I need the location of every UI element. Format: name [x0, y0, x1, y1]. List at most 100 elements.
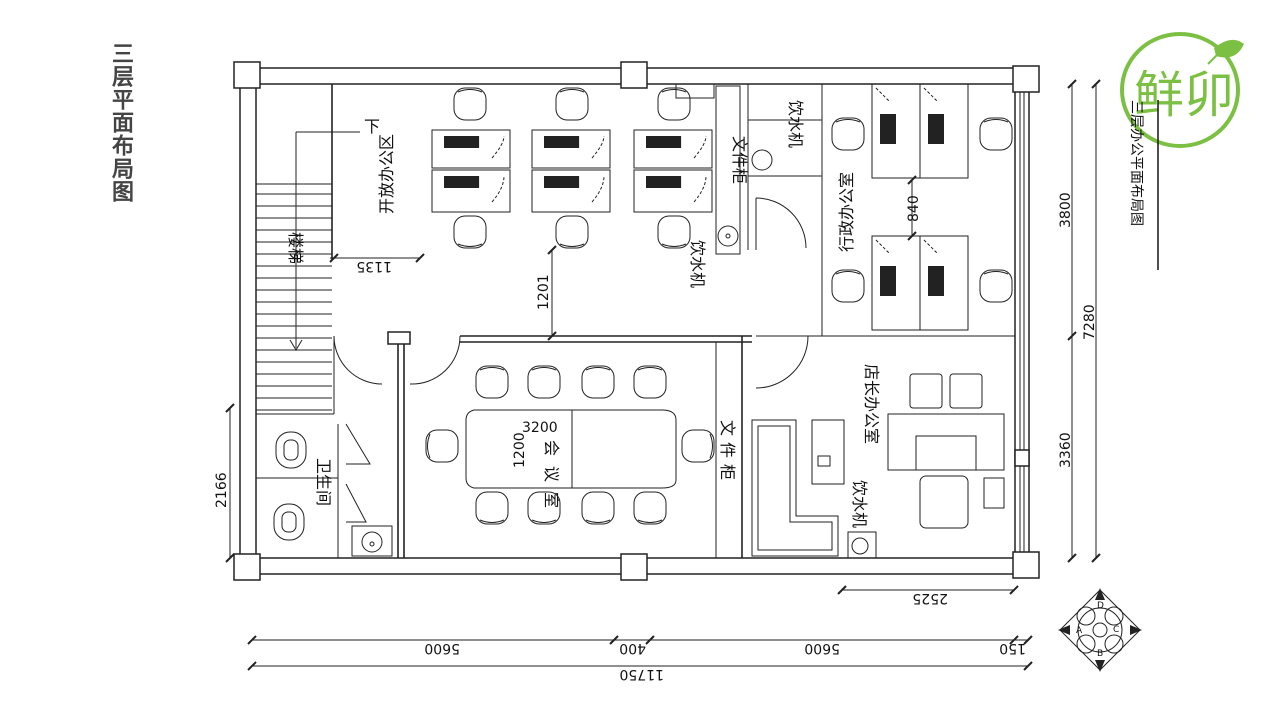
logo-text: 鲜卯	[1134, 66, 1234, 124]
dim-corridor: 1201	[536, 274, 552, 310]
chair	[425, 429, 459, 463]
admin-office-desks	[871, 83, 969, 331]
stairwell	[256, 84, 383, 415]
label-water-dispenser-2: 饮水机	[786, 100, 805, 148]
dim-desk-gap: 840	[906, 195, 922, 222]
page-title: 三层平面布局图	[108, 42, 133, 203]
chair	[581, 491, 615, 525]
dimension-lines	[229, 84, 1097, 667]
label-table-width: 1200	[512, 432, 528, 468]
compass-d: D	[1097, 601, 1104, 611]
chair	[475, 491, 509, 525]
workstation	[633, 129, 713, 169]
workstation	[531, 169, 611, 213]
dimension-ticks	[225, 79, 1101, 671]
label-water-dispenser-1: 饮水机	[688, 240, 707, 288]
dim-tick	[1023, 661, 1033, 671]
compass-icon	[1058, 588, 1142, 672]
dim-tick	[1009, 635, 1019, 645]
label-water-dispenser-3: 饮水机	[850, 480, 869, 528]
monitor	[544, 176, 580, 188]
dim-bottom-d: 150	[999, 640, 1026, 656]
workstation	[431, 129, 511, 169]
dim-tick	[247, 635, 257, 645]
monitor	[444, 136, 480, 148]
dim-tick	[1067, 79, 1077, 89]
dim-tick	[547, 245, 557, 255]
chair	[555, 87, 589, 121]
monitor	[880, 114, 896, 144]
dim-tick	[247, 661, 257, 671]
chair	[527, 491, 561, 525]
chair	[657, 215, 691, 249]
dim-tick	[1023, 635, 1033, 645]
workstation	[871, 83, 921, 179]
interior-walls	[387, 84, 1015, 558]
dim-right-total: 7280	[1082, 304, 1098, 340]
dim-tick	[225, 553, 235, 563]
label-open-office: 开放办公区	[377, 134, 396, 214]
dim-tick	[837, 585, 847, 595]
dim-manager-width: 2525	[912, 590, 948, 606]
workstation	[919, 83, 969, 179]
chair	[453, 215, 487, 249]
label-admin-office: 行政办公室	[837, 172, 856, 252]
dim-bottom-b: 400	[619, 640, 646, 656]
compass-a: A	[1076, 626, 1083, 636]
chair	[657, 87, 691, 121]
dim-tick	[1009, 585, 1019, 595]
label-stairs: 楼梯	[286, 232, 305, 264]
workstation	[871, 235, 921, 331]
label-file-cabinet-top: 文件柜	[730, 136, 749, 184]
chair	[527, 365, 561, 399]
chairs	[425, 87, 1013, 525]
file-cabinet-top	[675, 83, 823, 255]
chair	[633, 491, 667, 525]
chair	[453, 87, 487, 121]
label-table-length: 3200	[522, 420, 558, 436]
dim-tick	[547, 331, 557, 341]
outer-walls	[233, 61, 1040, 581]
dim-tick	[645, 635, 655, 645]
monitor	[928, 114, 944, 144]
label-down: 下	[364, 117, 380, 136]
chair	[831, 117, 865, 151]
dim-bottom-c: 5600	[804, 640, 840, 656]
dim-bottom-a: 5600	[424, 640, 460, 656]
monitor	[880, 266, 896, 296]
chair	[633, 365, 667, 399]
workstation	[633, 169, 713, 213]
manager-office-furniture	[751, 373, 1005, 559]
dim-tick	[415, 253, 425, 263]
dim-tick	[1067, 553, 1077, 563]
workstation	[431, 169, 511, 213]
dim-tick	[225, 403, 235, 413]
workstation	[919, 235, 969, 331]
monitor	[646, 176, 682, 188]
chair	[831, 269, 865, 303]
dim-tick	[609, 635, 619, 645]
label-meeting-room: 会议室	[542, 440, 561, 518]
meeting-room-furniture	[465, 409, 677, 489]
logo	[1120, 32, 1244, 148]
dim-right-top: 3800	[1058, 192, 1074, 228]
monitor	[928, 266, 944, 296]
restroom	[256, 423, 393, 558]
chair	[681, 429, 715, 463]
dim-tick	[907, 231, 917, 241]
open-office-desks	[431, 129, 713, 213]
chair	[979, 117, 1013, 151]
chair	[979, 269, 1013, 303]
dim-tick	[1067, 331, 1077, 341]
dim-tick	[907, 175, 917, 185]
monitor	[444, 176, 480, 188]
monitor	[544, 136, 580, 148]
label-file-cabinet-bottom: 文件柜	[718, 420, 737, 486]
compass-c: C	[1113, 625, 1119, 635]
label-manager-office: 店长办公室	[862, 364, 881, 444]
dim-bottom-total: 11750	[619, 666, 664, 682]
dim-tick	[1091, 553, 1101, 563]
dim-tick	[329, 253, 339, 263]
dim-tick	[1091, 79, 1101, 89]
